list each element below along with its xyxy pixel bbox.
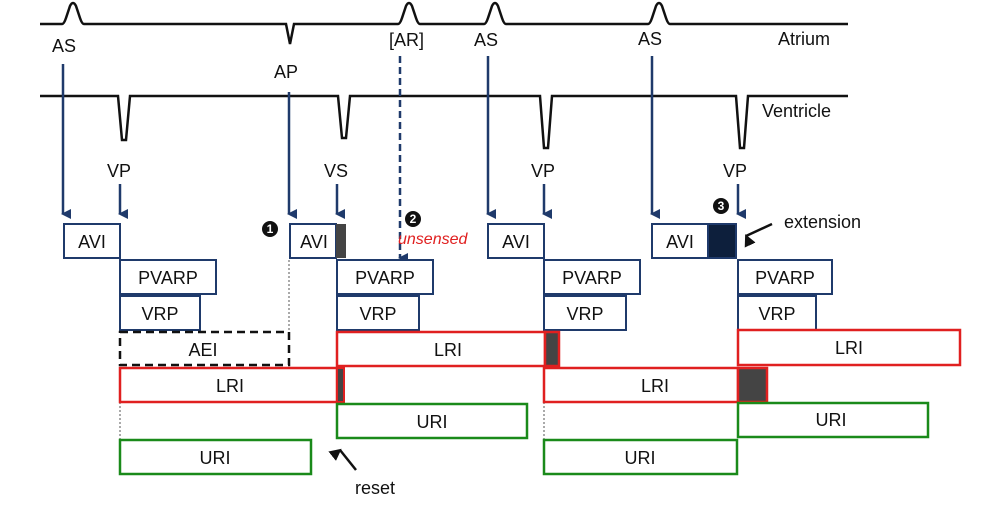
uri-label-2: URI — [417, 412, 448, 432]
marker-1: 1 — [262, 221, 278, 237]
marker-2: 2 — [405, 211, 421, 227]
reset-arrow — [328, 448, 357, 471]
svg-text:1: 1 — [267, 222, 274, 236]
vrp-label-1: VRP — [141, 304, 178, 324]
event-ar: [AR] — [389, 30, 424, 50]
aei-box — [118, 330, 291, 367]
guide-lines — [119, 260, 545, 440]
event-ap: AP — [274, 62, 298, 82]
lri-label-4: LRI — [835, 338, 863, 358]
atrium-signal — [40, 1, 848, 45]
avi-label-4: AVI — [666, 232, 694, 252]
pvarp-boxes: PVARP PVARP PVARP PVARP — [119, 259, 833, 295]
ventricle-signal — [40, 94, 848, 150]
event-vs: VS — [324, 161, 348, 181]
pvarp-label-1: PVARP — [138, 268, 198, 288]
reset-note: reset — [355, 478, 395, 498]
uri-label-1: URI — [200, 448, 231, 468]
avi-label-3: AVI — [502, 232, 530, 252]
avi-shortened-block — [336, 224, 346, 258]
avi-extension-block — [707, 223, 737, 259]
vrp-label-4: VRP — [758, 304, 795, 324]
event-vp-3: VP — [723, 161, 747, 181]
avi-boxes: AVI AVI AVI AVI — [63, 223, 737, 259]
pvarp-label-3: PVARP — [562, 268, 622, 288]
svg-text:2: 2 — [410, 212, 417, 226]
unsensed-note: unsensed — [398, 231, 468, 248]
avi-label-2: AVI — [300, 232, 328, 252]
atrium-label: Atrium — [778, 29, 830, 49]
pvarp-label-2: PVARP — [355, 268, 415, 288]
ventricle-label: Ventricle — [762, 101, 831, 121]
event-as-1: AS — [52, 36, 76, 56]
event-as-2: AS — [474, 30, 498, 50]
vrp-label-2: VRP — [359, 304, 396, 324]
vrp-boxes: VRP VRP VRP VRP — [119, 295, 817, 331]
event-vp-1: VP — [107, 161, 131, 181]
lri-label-1: LRI — [216, 376, 244, 396]
marker-3: 3 — [713, 198, 729, 214]
extension-note: extension — [784, 212, 861, 232]
event-as-3: AS — [638, 29, 662, 49]
event-arrows — [61, 56, 746, 263]
uri-label-3: URI — [625, 448, 656, 468]
event-vp-2: VP — [531, 161, 555, 181]
svg-text:3: 3 — [718, 199, 725, 213]
vrp-label-3: VRP — [566, 304, 603, 324]
uri-boxes: URI URI URI URI — [118, 401, 930, 476]
pvarp-label-4: PVARP — [755, 268, 815, 288]
lri-label-2: LRI — [434, 340, 462, 360]
aei-label: AEI — [188, 340, 217, 360]
lri-label-3: LRI — [641, 376, 669, 396]
uri-label-4: URI — [816, 410, 847, 430]
lri-boxes: LRI LRI LRI LRI — [118, 328, 962, 404]
avi-label-1: AVI — [78, 232, 106, 252]
extension-arrow — [744, 222, 773, 248]
